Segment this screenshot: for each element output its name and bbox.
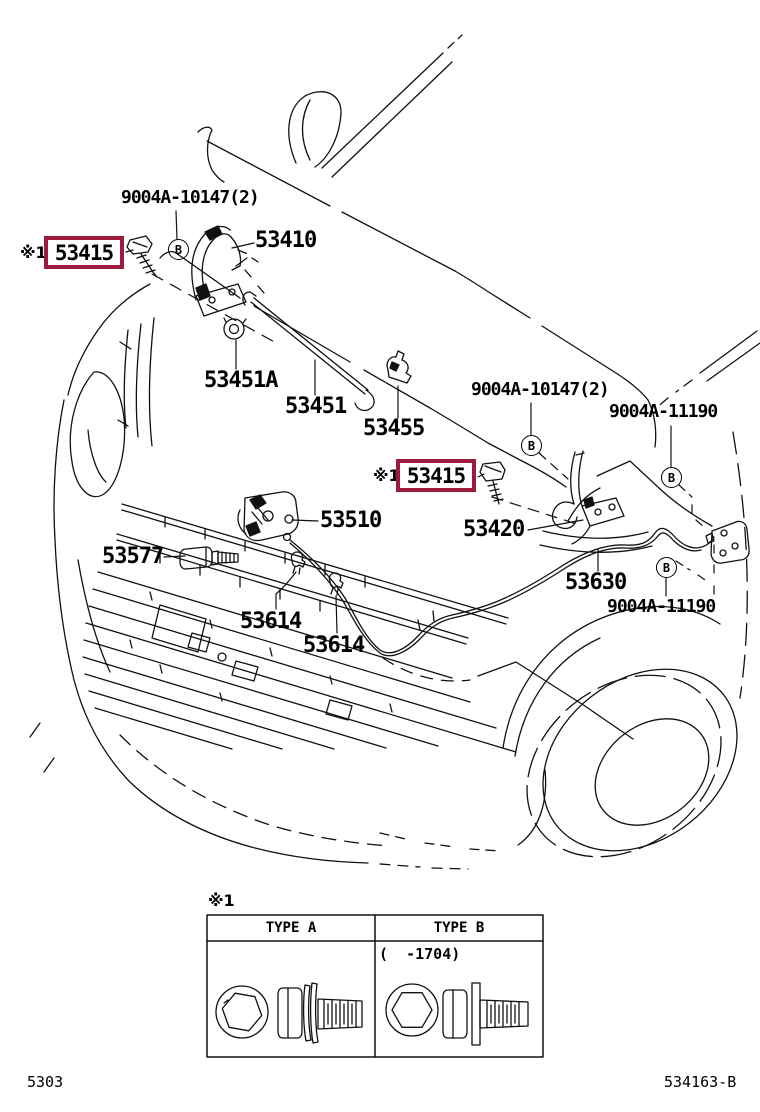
grommet-53451A bbox=[223, 317, 247, 340]
grille-lines bbox=[82, 503, 517, 753]
part-label-53410[interactable]: 53410 bbox=[255, 228, 317, 253]
part-label-53451[interactable]: 53451 bbox=[285, 394, 347, 419]
type-b-bolt-drawing bbox=[385, 982, 529, 1046]
part-label-53451A[interactable]: 53451A bbox=[204, 368, 278, 393]
release-cable-53630 bbox=[289, 527, 715, 657]
prop-rod-53451 bbox=[242, 291, 375, 412]
fastener-marker-b-4: B bbox=[656, 557, 677, 578]
fastener-marker-b-3: B bbox=[661, 467, 682, 488]
footnote-marker-left: ※1 bbox=[20, 243, 47, 262]
part-label-53455[interactable]: 53455 bbox=[363, 416, 425, 441]
part-label-53577[interactable]: 53577 bbox=[102, 544, 164, 569]
cable-handle-bracket bbox=[705, 520, 750, 564]
bolt-53415-left bbox=[126, 235, 158, 278]
leader-lines bbox=[125, 210, 715, 634]
fastener-marker-b-1: B bbox=[168, 239, 189, 260]
part-label-9004a-10147-top[interactable]: 9004A-10147(2) bbox=[121, 187, 260, 208]
fastener-marker-b-2: B bbox=[521, 435, 542, 456]
part-label-53630[interactable]: 53630 bbox=[565, 570, 627, 595]
type-b-date-range: ( -1704) bbox=[379, 945, 461, 963]
striker-bolt-53577 bbox=[179, 546, 239, 570]
part-label-9004a-11190-top[interactable]: 9004A-11190 bbox=[609, 401, 718, 422]
part-label-53420[interactable]: 53420 bbox=[463, 517, 525, 542]
wheel-and-arch bbox=[502, 605, 738, 858]
part-label-9004a-11190-bottom[interactable]: 9004A-11190 bbox=[607, 596, 716, 617]
bolt-53415-right bbox=[479, 461, 506, 505]
figure-code-right: 534163-B bbox=[664, 1073, 737, 1091]
table-footnote-marker: ※1 bbox=[208, 891, 235, 910]
part-label-53510[interactable]: 53510 bbox=[320, 508, 382, 533]
rod-clamp-53455 bbox=[386, 350, 412, 384]
table-header-type-b: TYPE B bbox=[433, 920, 485, 936]
hood-hinge-53410 bbox=[191, 225, 247, 317]
highlighted-part-53415-left[interactable]: 53415 bbox=[44, 236, 124, 269]
highlighted-part-53415-right[interactable]: 53415 bbox=[396, 459, 476, 492]
page-code-left: 5303 bbox=[27, 1073, 64, 1091]
hood-lock-53510 bbox=[237, 491, 299, 542]
type-table bbox=[206, 914, 544, 1058]
part-label-53614-left[interactable]: 53614 bbox=[240, 609, 302, 634]
table-header-type-a: TYPE A bbox=[265, 920, 317, 936]
footnote-marker-right: ※1 bbox=[373, 466, 400, 485]
front-fascia-lines bbox=[29, 283, 748, 870]
hood-latch-53420 bbox=[551, 450, 625, 545]
part-label-9004a-10147-mid[interactable]: 9004A-10147(2) bbox=[471, 379, 610, 400]
type-a-bolt-drawing bbox=[215, 982, 363, 1044]
part-label-53614-right[interactable]: 53614 bbox=[303, 633, 365, 658]
cable-clip-53614-left bbox=[290, 551, 306, 575]
